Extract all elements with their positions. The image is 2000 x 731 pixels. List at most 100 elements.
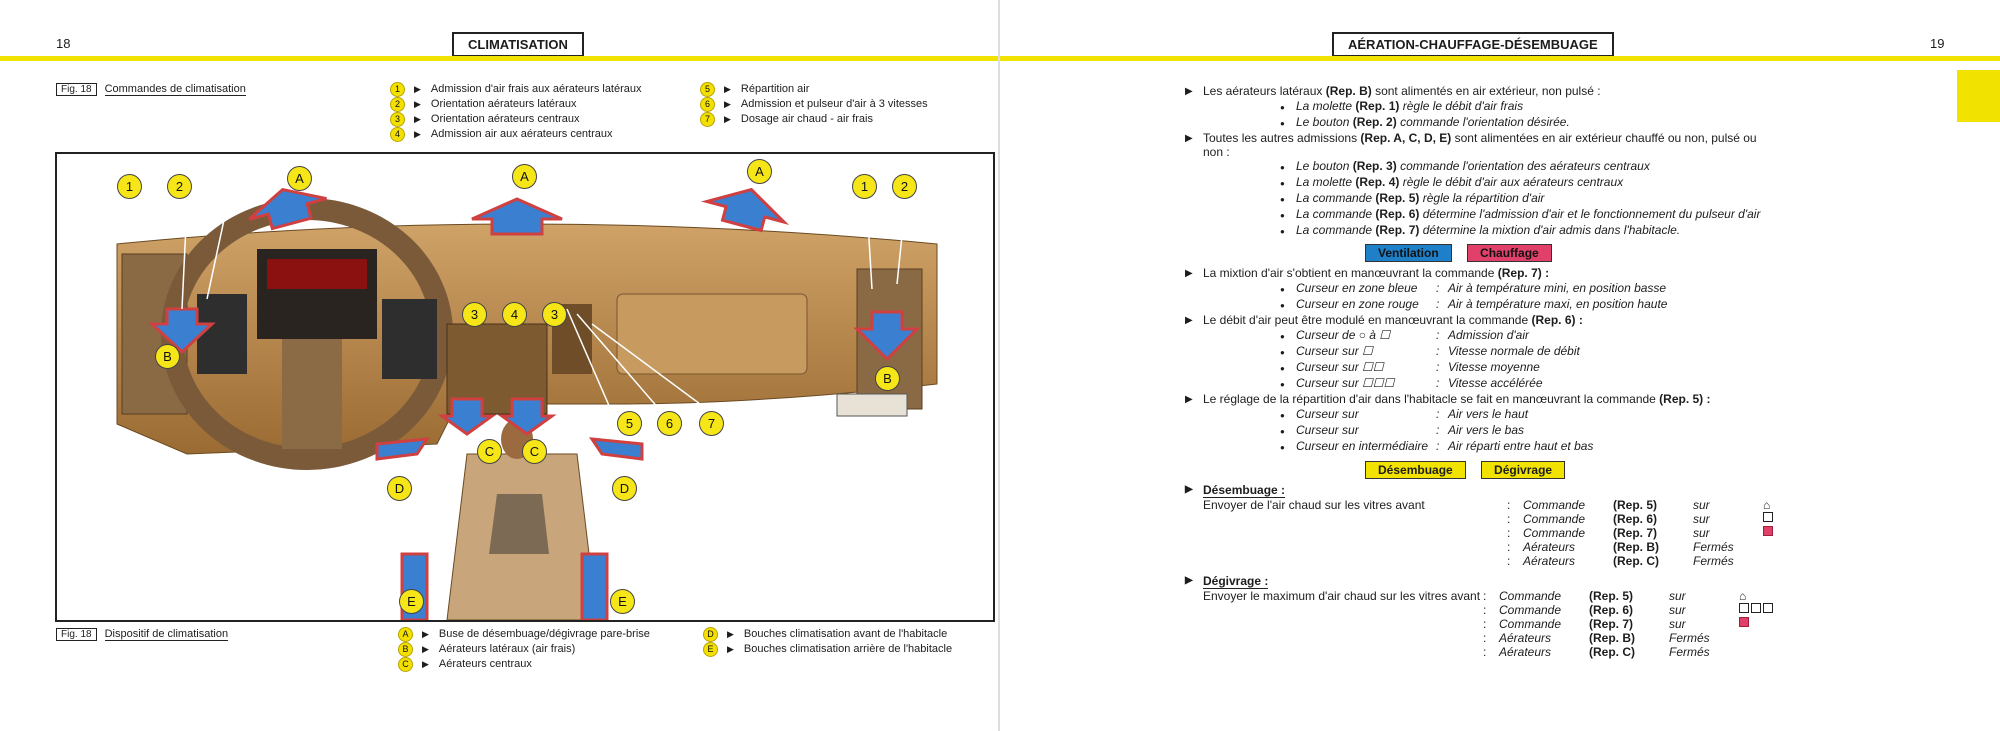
page-number-left: 18 <box>56 36 71 51</box>
legend-badge: 6 <box>700 97 715 112</box>
air-up-symbol: ⌂ <box>1739 589 1747 603</box>
list-item: Curseur de ○ à ☐:Admission d'air <box>1280 328 1775 344</box>
callout-e: E <box>610 589 635 614</box>
legend-badge: A <box>398 627 413 642</box>
page-number-right: 19 <box>1930 36 1945 51</box>
legend-badge: 4 <box>390 127 405 142</box>
callout-c: C <box>522 439 547 464</box>
fig-caption-top: Fig. 18 Commandes de climatisation <box>56 83 246 96</box>
fig-caption-text: Commandes de climatisation <box>104 83 246 96</box>
legend-badge: 1 <box>390 82 405 97</box>
degivrage-table: Envoyer le maximum d'air chaud sur les v… <box>1203 589 1775 659</box>
yellow-page-tab <box>1957 70 2000 122</box>
callout-d: D <box>387 476 412 501</box>
header-aeration: AÉRATION-CHAUFFAGE-DÉSEMBUAGE <box>1332 32 1614 57</box>
legend-top-col1: 1▶Admission d'air frais aux aérateurs la… <box>390 82 642 142</box>
list-item: La molette (Rep. 1) règle le débit d'air… <box>1280 99 1775 115</box>
legend-item: 3▶Orientation aérateurs centraux <box>390 112 642 127</box>
callout-b: B <box>155 344 180 369</box>
book-gutter <box>998 0 1000 731</box>
legend-text: Orientation aérateurs centraux <box>430 113 580 126</box>
list-item: Le bouton (Rep. 2) commande l'orientatio… <box>1280 115 1775 131</box>
legend-badge: B <box>398 642 413 657</box>
legend-item: E▶Bouches climatisation arrière de l'hab… <box>703 642 952 657</box>
para-3: ▶La mixtion d'air s'obtient en manœuvran… <box>1185 266 1550 280</box>
para-1: ▶Les aérateurs latéraux (Rep. B) sont al… <box>1185 84 1601 98</box>
ventilation-tag: Ventilation <box>1365 244 1452 262</box>
callout-1: 1 <box>852 174 877 199</box>
fig-caption-bottom: Fig. 18 Dispositif de climatisation <box>56 628 229 641</box>
list-item: Curseur en zone rouge:Air à température … <box>1280 297 1775 313</box>
legend-item: 5▶Répartition air <box>700 82 928 97</box>
list-item: Curseur sur ☐☐☐:Vitesse accélérée <box>1280 376 1775 392</box>
legend-item: 7▶Dosage air chaud - air frais <box>700 112 928 127</box>
legend-item: C▶Aérateurs centraux <box>398 657 650 672</box>
callout-a: A <box>512 164 537 189</box>
para-5: ▶Le réglage de la répartition d'air dans… <box>1185 392 1711 406</box>
callout-3: 3 <box>462 302 487 327</box>
legend-text: Admission air aux aérateurs centraux <box>430 128 613 141</box>
legend-text: Buse de désembuage/dégivrage pare-brise <box>438 628 650 641</box>
legend-text: Orientation aérateurs latéraux <box>430 98 577 111</box>
list-item: La molette (Rep. 4) règle le débit d'air… <box>1280 175 1775 191</box>
legend-text: Répartition air <box>740 83 810 96</box>
list-item: Curseur sur:Air vers le haut <box>1280 407 1775 423</box>
yellow-rule-left <box>0 56 998 61</box>
list-item: Le bouton (Rep. 3) commande l'orientatio… <box>1280 159 1775 175</box>
callout-5: 5 <box>617 411 642 436</box>
list-item: Curseur en zone bleue:Air à température … <box>1280 281 1775 297</box>
section-desembuage: ▶Désembuage : <box>1185 483 1286 498</box>
chauffage-tag: Chauffage <box>1467 244 1552 262</box>
dashboard-drawing <box>116 187 938 620</box>
legend-bottom-col2: D▶Bouches climatisation avant de l'habit… <box>703 627 952 657</box>
right-page: AÉRATION-CHAUFFAGE-DÉSEMBUAGE 19 <box>1000 0 2000 731</box>
fig-caption-text: Dispositif de climatisation <box>104 628 229 641</box>
legend-text: Bouches climatisation avant de l'habitac… <box>743 628 948 641</box>
legend-item: B▶Aérateurs latéraux (air frais) <box>398 642 650 657</box>
callout-4: 4 <box>502 302 527 327</box>
callout-2: 2 <box>167 174 192 199</box>
callout-7: 7 <box>699 411 724 436</box>
list-item: La commande (Rep. 7) détermine la mixtio… <box>1280 223 1775 239</box>
tag-row-2: Désembuage Dégivrage <box>1365 461 1775 479</box>
legend-item: 4▶Admission air aux aérateurs centraux <box>390 127 642 142</box>
list-item: La commande (Rep. 5) règle la répartitio… <box>1280 191 1775 207</box>
legend-item: 6▶Admission et pulseur d'air à 3 vitesse… <box>700 97 928 112</box>
list-item: Curseur sur ☐☐:Vitesse moyenne <box>1280 360 1775 376</box>
degivrage-tag: Dégivrage <box>1481 461 1566 479</box>
yellow-rule-right <box>1000 56 2000 61</box>
callout-c: C <box>477 439 502 464</box>
desembuage-table: Envoyer de l'air chaud sur les vitres av… <box>1203 498 1775 568</box>
fig-label: Fig. 18 <box>56 83 97 96</box>
legend-text: Bouches climatisation arrière de l'habit… <box>743 643 953 656</box>
list-item: Curseur sur ☐:Vitesse normale de débit <box>1280 344 1775 360</box>
para-4: ▶Le débit d'air peut être modulé en manœ… <box>1185 313 1583 327</box>
list-item: Curseur en intermédiaire:Air réparti ent… <box>1280 439 1775 455</box>
callout-b: B <box>875 366 900 391</box>
header-climatisation: CLIMATISATION <box>452 32 584 57</box>
legend-text: Aérateurs centraux <box>438 658 532 671</box>
legend-text: Aérateurs latéraux (air frais) <box>438 643 576 656</box>
legend-badge: D <box>703 627 718 642</box>
para-2: ▶Toutes les autres admissions (Rep. A, C… <box>1185 131 1757 159</box>
legend-badge: 3 <box>390 112 405 127</box>
legend-badge: E <box>703 642 718 657</box>
legend-item: D▶Bouches climatisation avant de l'habit… <box>703 627 952 642</box>
legend-text: Dosage air chaud - air frais <box>740 113 873 126</box>
callout-e: E <box>399 589 424 614</box>
list-item: Curseur sur:Air vers le bas <box>1280 423 1775 439</box>
legend-badge: 2 <box>390 97 405 112</box>
dashboard-illustration: 1 2 A A A 1 2 3 4 3 B B 5 6 7 C C D D E … <box>55 152 995 622</box>
legend-item: 1▶Admission d'air frais aux aérateurs la… <box>390 82 642 97</box>
callout-d: D <box>612 476 637 501</box>
callout-a: A <box>287 166 312 191</box>
legend-badge: 5 <box>700 82 715 97</box>
fig-label: Fig. 18 <box>56 628 97 641</box>
callout-1: 1 <box>117 174 142 199</box>
air-up-symbol: ⌂ <box>1763 498 1771 512</box>
callout-2: 2 <box>892 174 917 199</box>
left-page: 18 CLIMATISATION Fig. 18 Commandes de cli… <box>0 0 998 731</box>
legend-text: Admission et pulseur d'air à 3 vitesses <box>740 98 928 111</box>
list-item: La commande (Rep. 6) détermine l'admissi… <box>1280 207 1775 223</box>
callout-6: 6 <box>657 411 682 436</box>
